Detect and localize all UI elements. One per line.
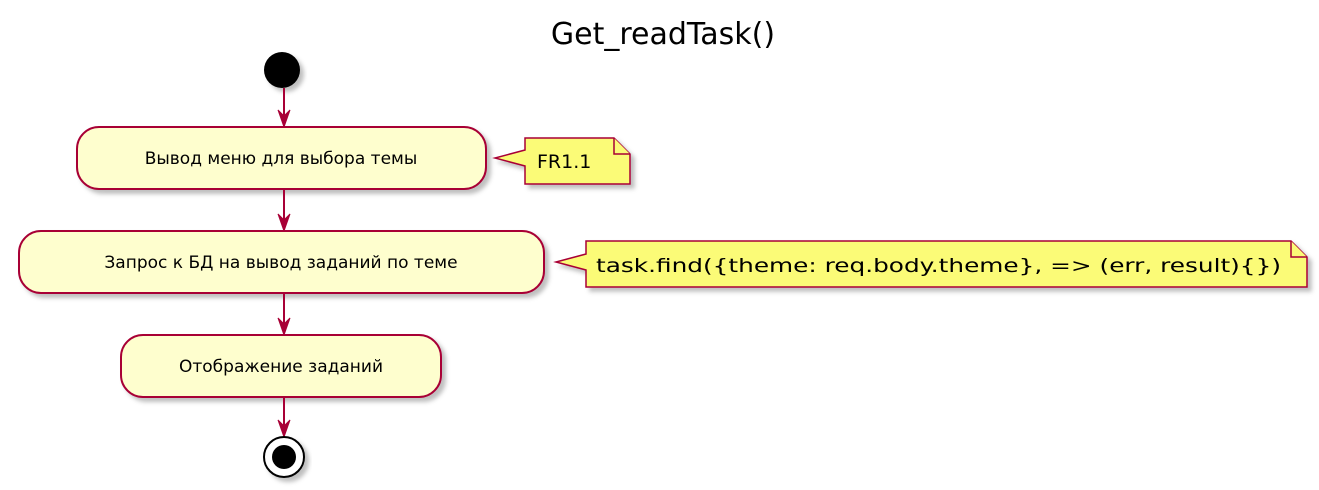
edge-action-3-to-end [277, 397, 291, 439]
note-1: FR1.1 [492, 137, 631, 185]
end-node [263, 436, 305, 478]
diagram-title: Get_readTask() [551, 17, 775, 52]
note-2: task.find({theme: req.body.theme}, => (e… [553, 240, 1308, 288]
note-1-text: FR1.1 [537, 151, 591, 173]
action-3: Отображение заданий [120, 334, 442, 398]
start-node [264, 52, 300, 88]
edge-action-1-to-action-2 [277, 189, 291, 233]
action-2-label: Запрос к БД на вывод заданий по теме [104, 253, 457, 273]
action-1-label: Вывод меню для выбора темы [145, 149, 418, 169]
note-2-text: task.find({theme: req.body.theme}, => (e… [596, 255, 1281, 277]
action-3-label: Отображение заданий [179, 357, 383, 377]
action-1: Вывод меню для выбора темы [76, 126, 487, 190]
action-2: Запрос к БД на вывод заданий по теме [18, 230, 545, 294]
edge-start-to-action-1 [277, 88, 291, 129]
edge-action-2-to-action-3 [277, 293, 291, 337]
